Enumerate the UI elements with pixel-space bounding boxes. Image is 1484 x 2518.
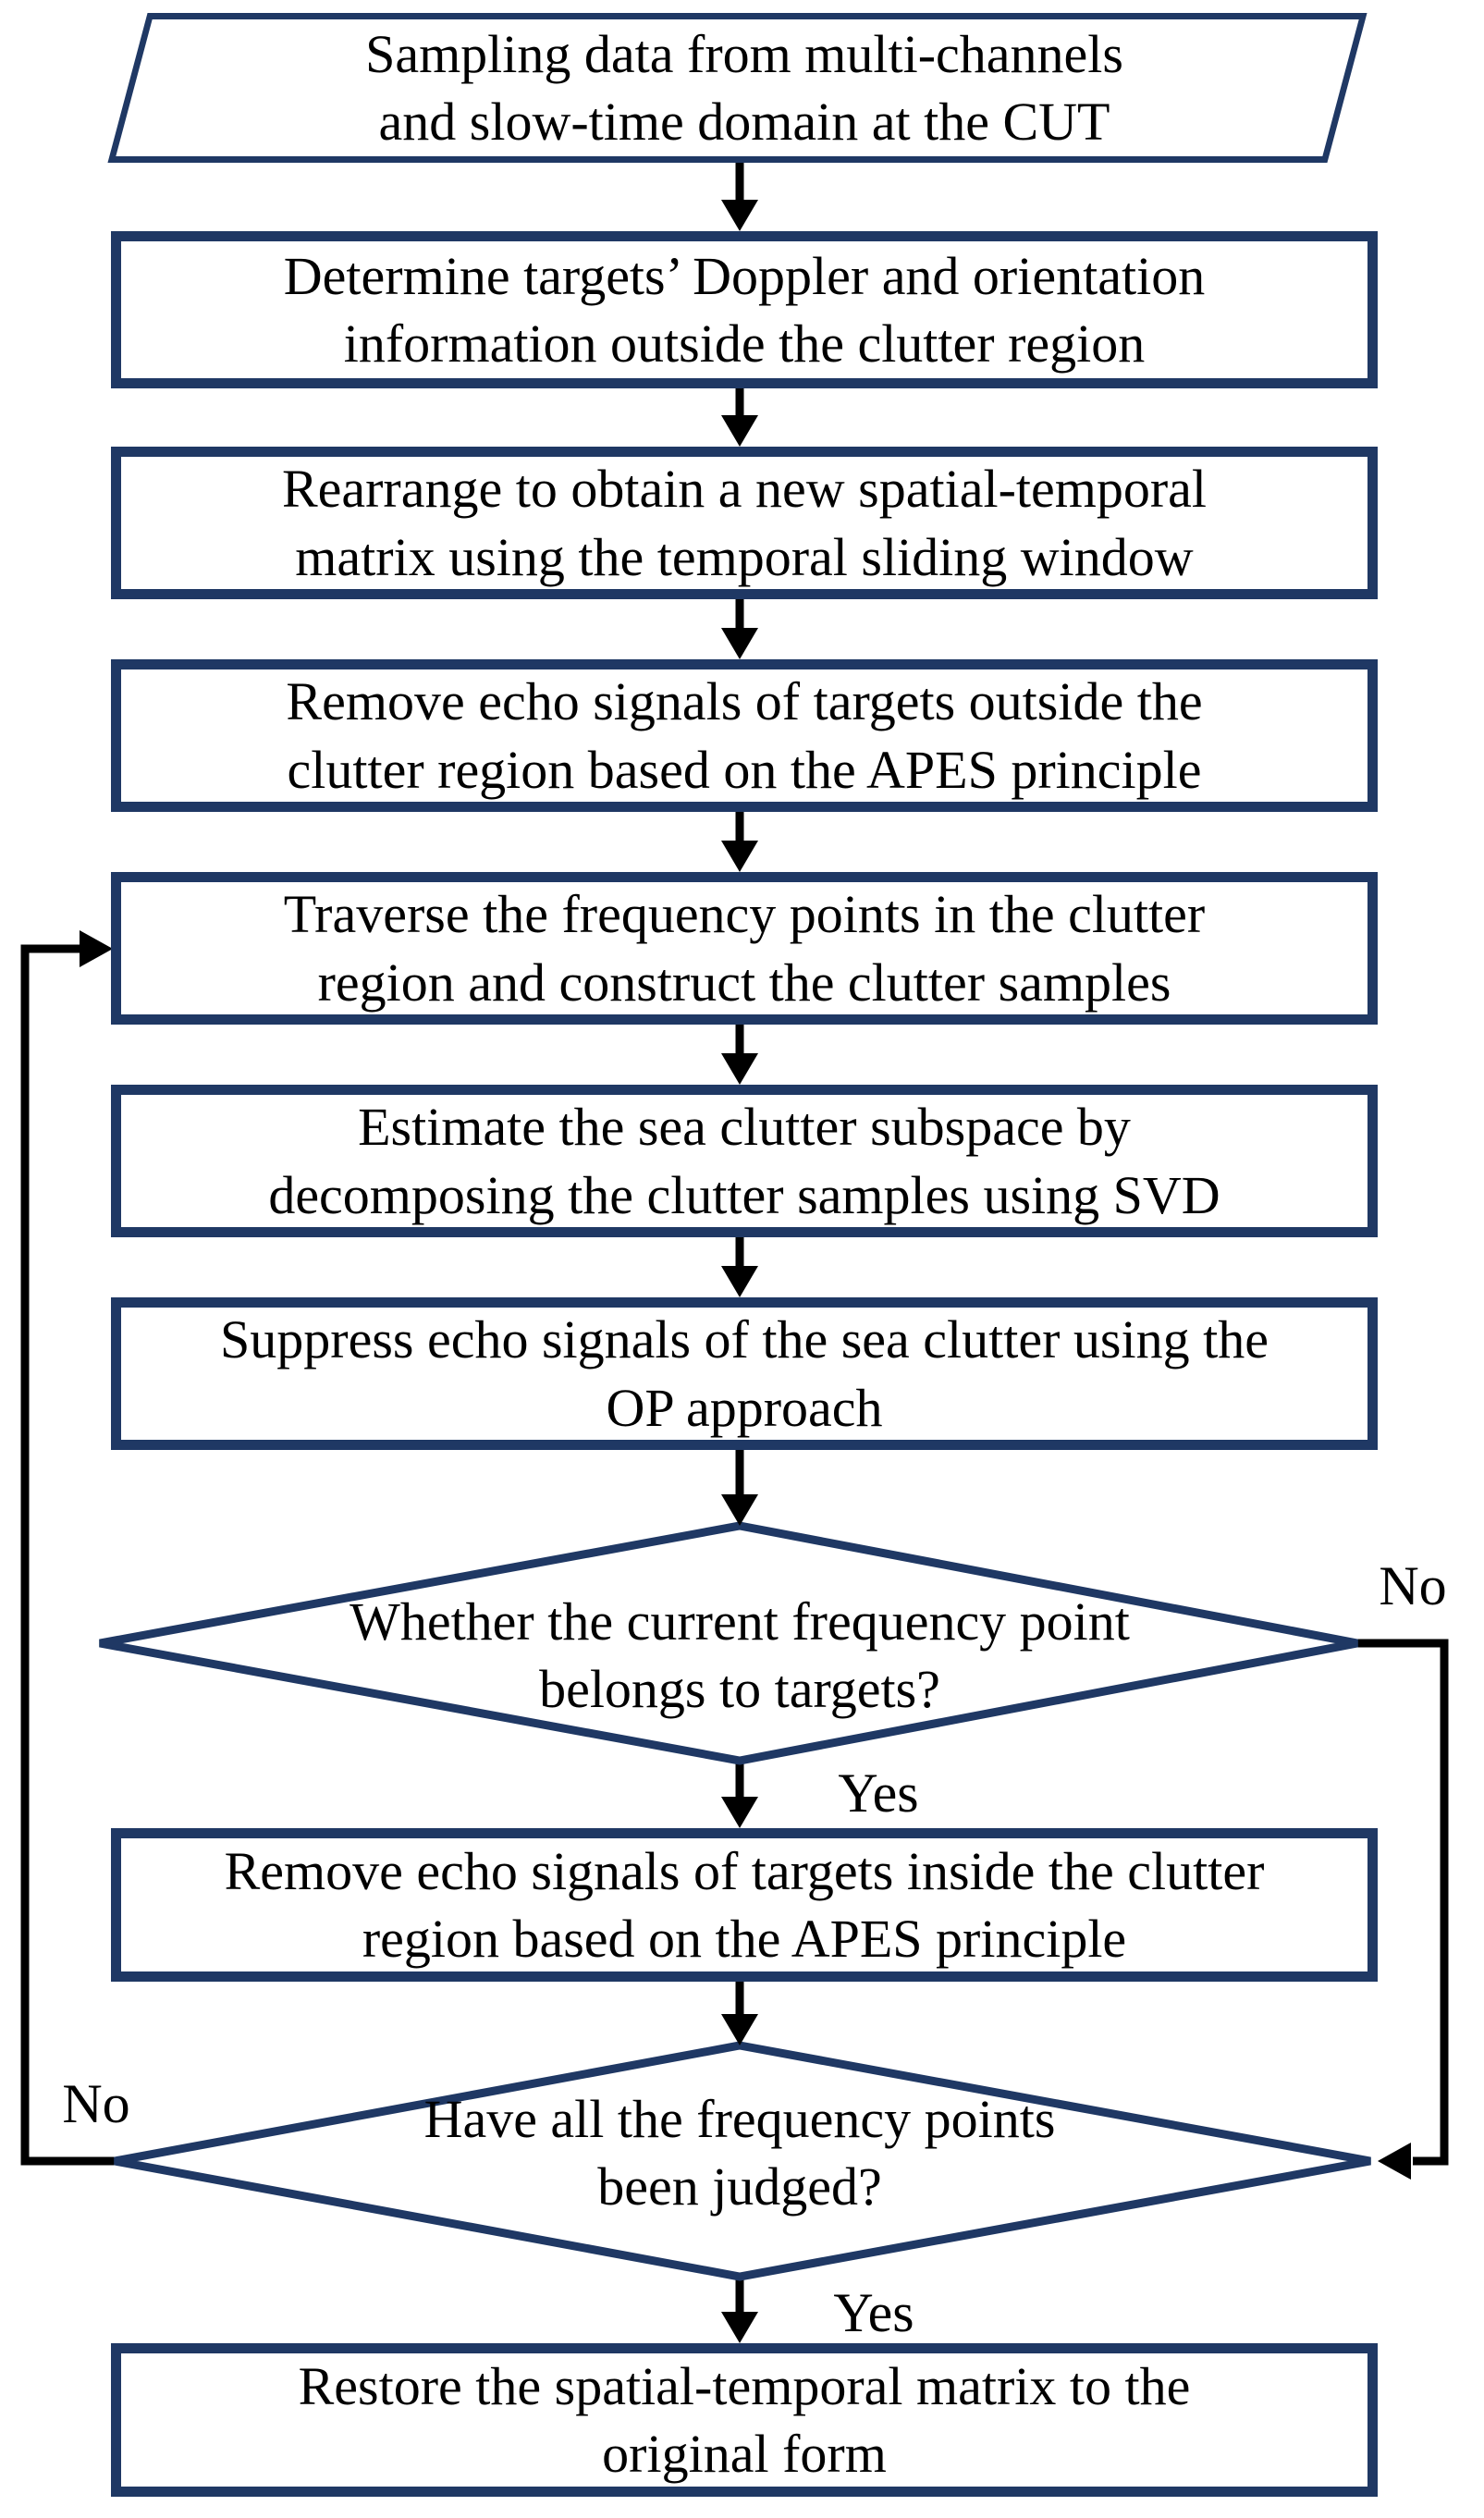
- node-restore-line1: Restore the spatial-temporal matrix to t…: [298, 2355, 1191, 2416]
- node-decision-all-points-line1: Have all the frequency points: [423, 2088, 1056, 2149]
- decision-frequency-point-diamond: [99, 1521, 1358, 1765]
- node-decision-all-points: Have all the frequency points been judge…: [231, 2060, 1248, 2245]
- node-suppress-line2: OP approach: [606, 1377, 883, 1438]
- arrowhead-into-decision2-top: [721, 2014, 758, 2045]
- label-decision2-yes: Yes: [833, 2282, 914, 2343]
- node-rearrange-line1: Rearrange to obtain a new spatial-tempor…: [281, 459, 1208, 520]
- node-start: Sampling data from multi-channels and sl…: [111, 13, 1378, 163]
- node-start-line1: Sampling data from multi-channels: [365, 23, 1123, 84]
- node-restore-line2: original form: [602, 2424, 887, 2484]
- connector-lines: [20, 163, 1449, 2314]
- no-path-decision1-to-decision2: [1350, 1639, 1449, 2166]
- node-restore: Restore the spatial-temporal matrix to t…: [111, 2343, 1378, 2497]
- node-determine-line1: Determine targets’ Doppler and orientati…: [283, 245, 1206, 306]
- node-estimate: Estimate the sea clutter subspace by dec…: [111, 1085, 1378, 1237]
- arrowhead-into-traverse-top: [721, 841, 758, 872]
- node-suppress: Suppress echo signals of the sea clutter…: [111, 1297, 1378, 1450]
- arrowhead-into-determine: [721, 200, 758, 231]
- arrowhead-into-suppress: [721, 1266, 758, 1297]
- node-decision-all-points-line2: been judged?: [597, 2156, 882, 2217]
- node-start-line2: and slow-time domain at the CUT: [378, 92, 1110, 152]
- node-decision-frequency-point-line1: Whether the current frequency point: [350, 1591, 1130, 1652]
- node-rearrange: Rearrange to obtain a new spatial-tempor…: [111, 447, 1378, 599]
- node-remove-inside-line2: region based on the APES principle: [362, 1909, 1127, 1969]
- label-decision1-yes: Yes: [838, 1763, 919, 1824]
- node-estimate-line2: decomposing the clutter samples using SV…: [268, 1164, 1220, 1225]
- arrowhead-into-rearrange: [721, 415, 758, 447]
- node-decision-frequency-point-line2: belongs to targets?: [539, 1659, 940, 1719]
- arrowhead-into-decision2-right: [1378, 2143, 1411, 2180]
- node-remove-inside: Remove echo signals of targets inside th…: [111, 1828, 1378, 1982]
- node-remove-inside-line1: Remove echo signals of targets inside th…: [224, 1840, 1265, 1901]
- arrowhead-into-remove-inside: [721, 1797, 758, 1828]
- node-traverse-line1: Traverse the frequency points in the clu…: [283, 884, 1206, 945]
- arrowhead-into-restore: [721, 2312, 758, 2343]
- arrowheads: [80, 200, 1411, 2343]
- node-determine: Determine targets’ Doppler and orientati…: [111, 231, 1378, 388]
- node-traverse-line2: region and construct the clutter samples: [317, 952, 1171, 1013]
- arrowhead-into-remove-outside: [721, 628, 758, 659]
- decision-all-points-diamond: [114, 2041, 1371, 2281]
- label-decision2-no: No: [62, 2073, 130, 2134]
- node-determine-line2: information outside the clutter region: [343, 313, 1146, 374]
- arrowhead-into-decision1: [721, 1494, 758, 1526]
- node-estimate-line1: Estimate the sea clutter subspace by: [358, 1097, 1131, 1158]
- node-decision-frequency-point: Whether the current frequency point belo…: [185, 1563, 1294, 1748]
- node-remove-outside: Remove echo signals of targets outside t…: [111, 659, 1378, 812]
- arrowhead-into-traverse-left: [80, 930, 113, 967]
- node-suppress-line1: Suppress echo signals of the sea clutter…: [220, 1309, 1269, 1370]
- no-loop-decision2-to-traverse: [20, 944, 120, 2166]
- node-remove-outside-line2: clutter region based on the APES princip…: [287, 739, 1202, 800]
- arrowhead-into-estimate: [721, 1053, 758, 1085]
- label-decision1-no: No: [1379, 1555, 1447, 1616]
- node-remove-outside-line1: Remove echo signals of targets outside t…: [286, 671, 1203, 732]
- node-traverse: Traverse the frequency points in the clu…: [111, 872, 1378, 1025]
- decision-diamonds: [99, 1521, 1371, 2281]
- node-rearrange-line2: matrix using the temporal sliding window: [295, 526, 1194, 587]
